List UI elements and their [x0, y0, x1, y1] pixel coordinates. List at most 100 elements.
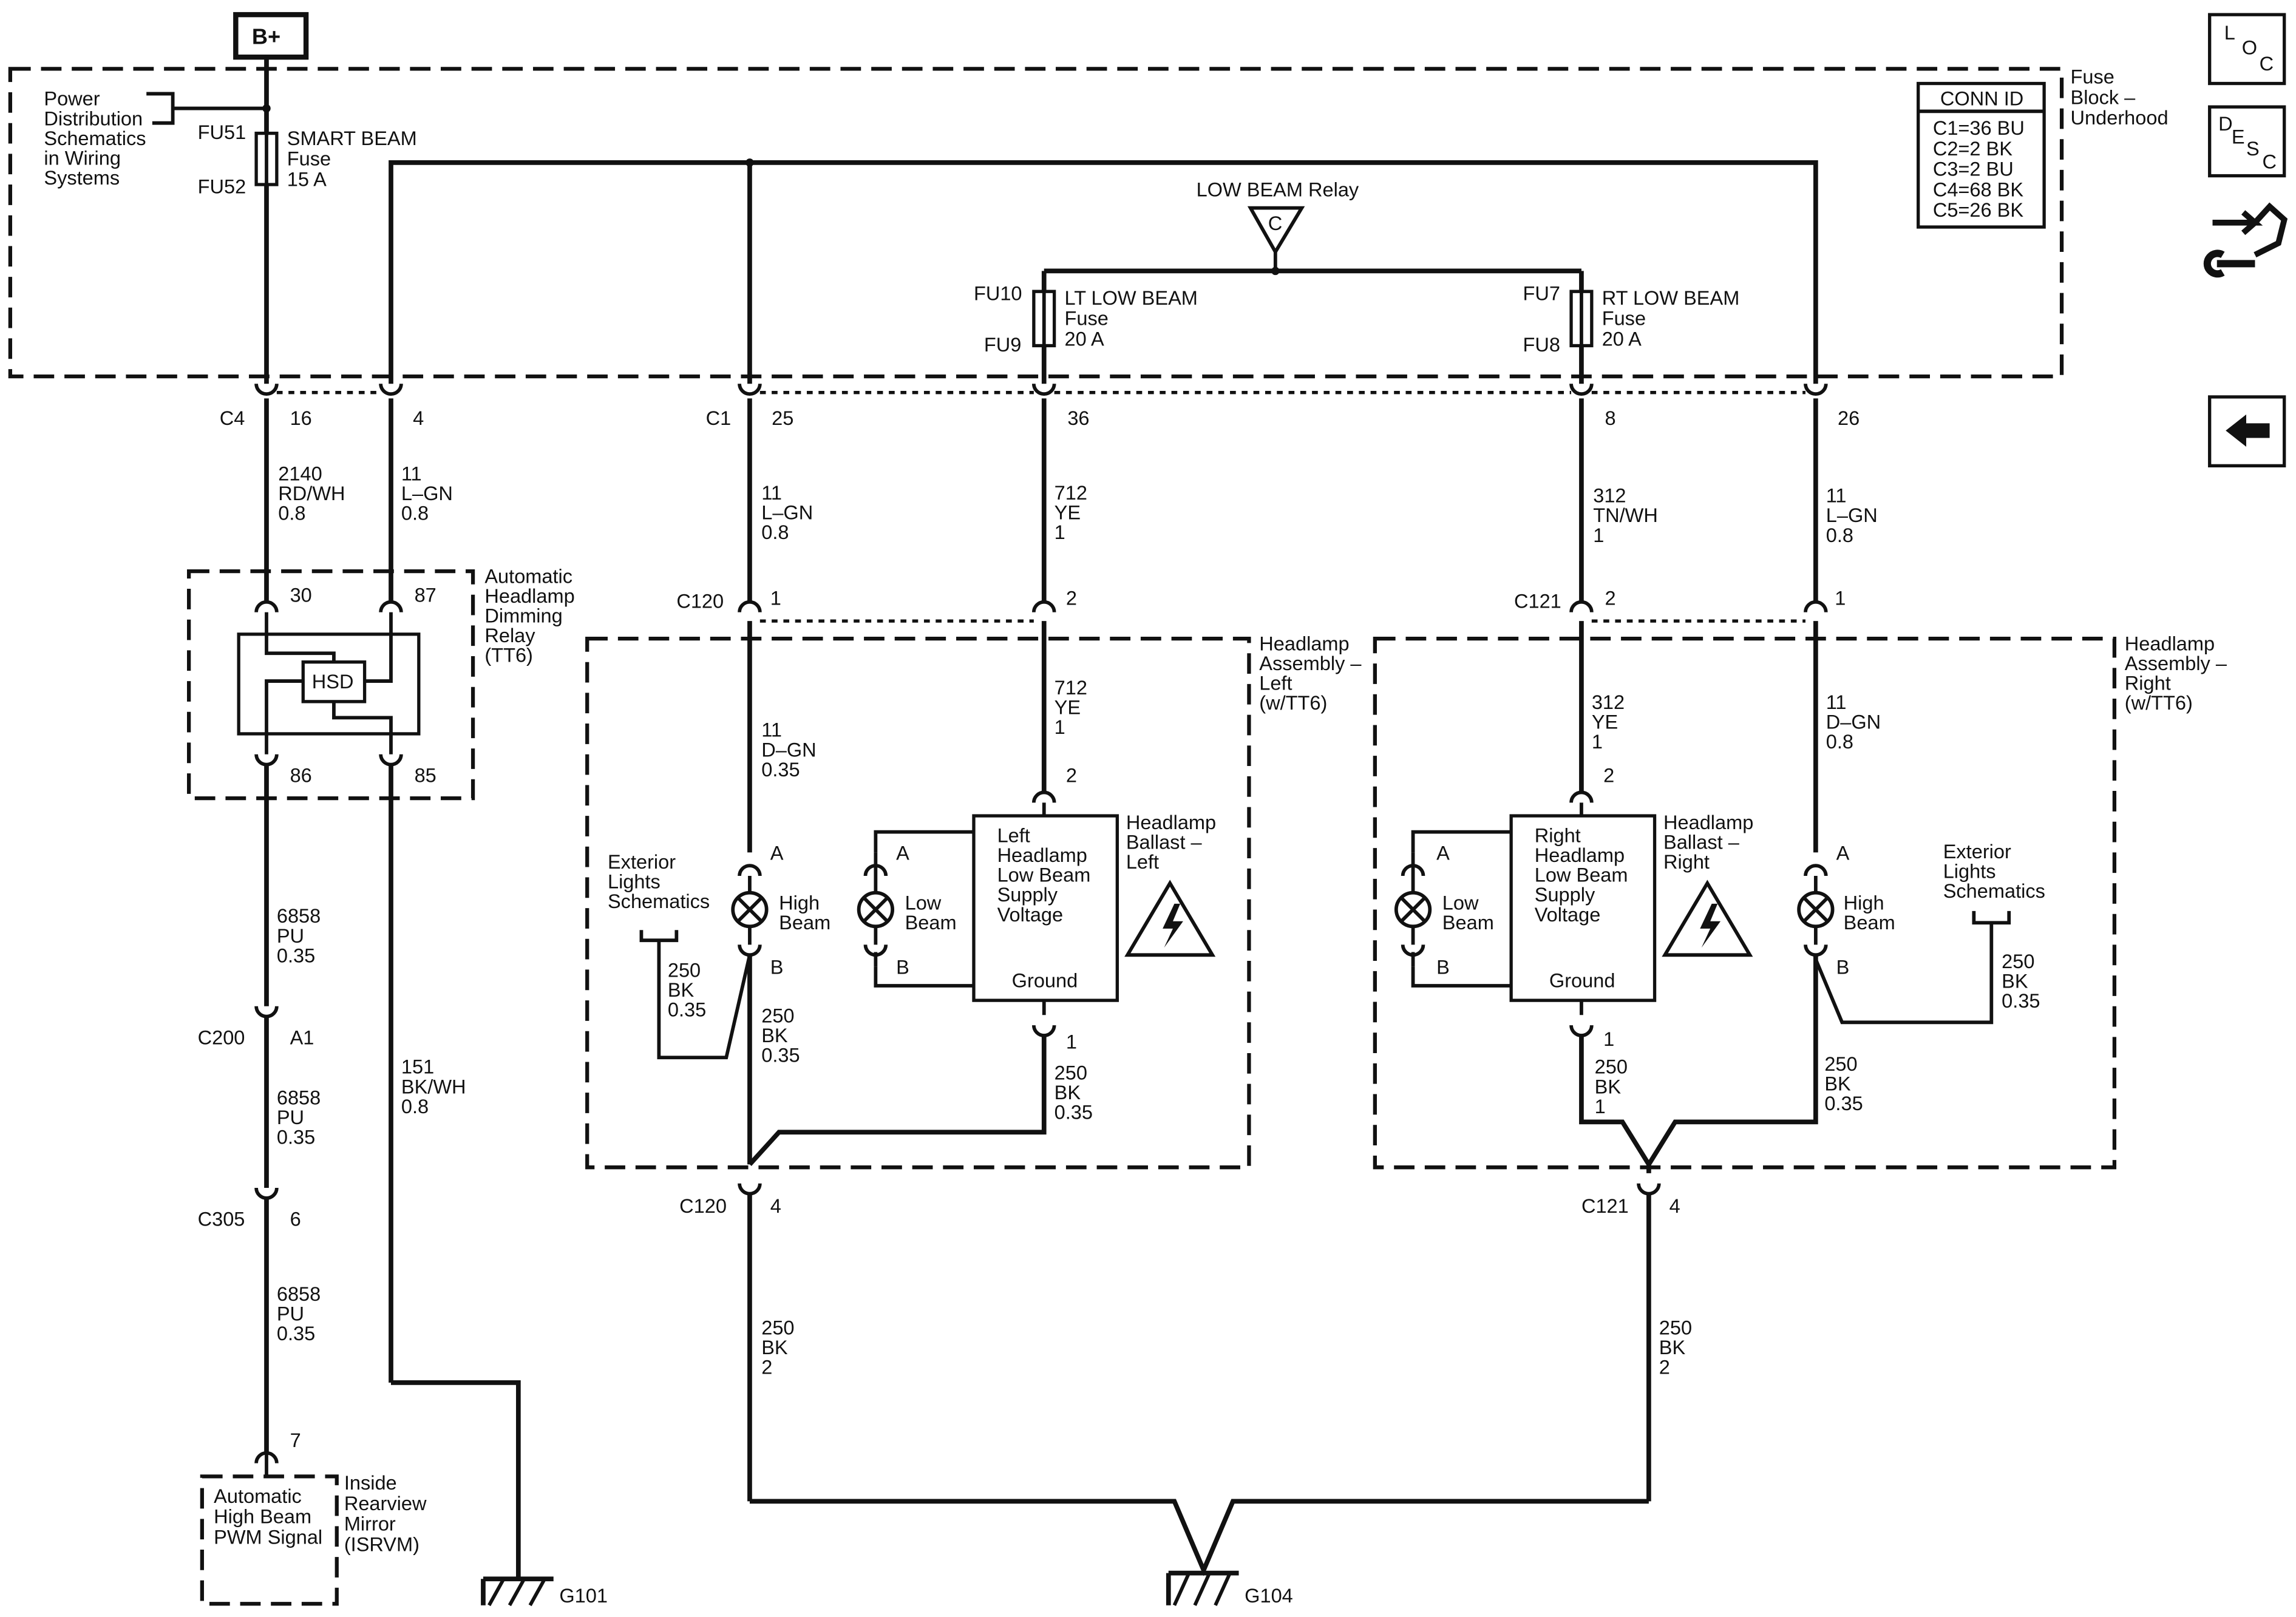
high-beam-label-left: High Beam — [779, 892, 830, 934]
svg-text:O: O — [2242, 36, 2257, 58]
connector-c305 — [254, 1187, 279, 1200]
pin-label: 16 — [290, 407, 312, 429]
svg-text:L: L — [2224, 22, 2235, 44]
pin-label: 4 — [770, 1195, 781, 1217]
relay-symbol-letter: C — [1268, 212, 1283, 234]
pin-label: 4 — [413, 407, 424, 429]
conn-id-row: C5=26 BK — [1933, 199, 2024, 221]
svg-text:D: D — [2218, 113, 2233, 135]
headlamp-assembly-left — [585, 636, 1251, 1170]
wire-label: 250 BK 2 — [1659, 1317, 1697, 1378]
hsd-label: HSD — [312, 671, 354, 693]
pin-label: 1 — [1603, 1028, 1614, 1050]
pin-label: 2 — [1066, 588, 1077, 609]
back-button[interactable] — [2208, 395, 2286, 468]
connector-c4 — [254, 383, 403, 396]
wire-label: 312 YE 1 — [1592, 691, 1630, 753]
connector-label: C121 — [1581, 1195, 1629, 1217]
high-voltage-warning-icon — [1124, 880, 1216, 957]
right-low-beam-lamp — [1394, 890, 1432, 929]
pin-label: 8 — [1605, 407, 1616, 429]
wire-label: 712 YE 1 — [1055, 482, 1093, 543]
pin-label: 86 — [290, 765, 312, 787]
dimming-relay-title: Automatic Headlamp Dimming Relay (TT6) — [484, 565, 580, 666]
assembly-left-title: Headlamp Assembly – Left (w/TT6) — [1259, 632, 1367, 714]
connector-label: C4 — [220, 407, 245, 429]
feed-bus — [389, 160, 1818, 384]
power-distribution-note: Power Distribution Schematics in Wiring … — [44, 88, 151, 189]
pin-label: 2 — [1605, 588, 1616, 609]
low-beam-relay-label: LOW BEAM Relay — [1197, 178, 1359, 200]
connector-c1 — [738, 383, 1828, 396]
pin-label: A1 — [290, 1026, 314, 1048]
high-voltage-warning-icon — [1662, 880, 1753, 957]
wire-label: 11 L–GN 0.8 — [1826, 485, 1883, 546]
mirror-title: Inside Rearview Mirror (ISRVM) — [344, 1472, 432, 1555]
conn-id-header: CONN ID — [1940, 88, 2023, 110]
pin-label: B — [1836, 957, 1850, 978]
fuse-block-title: Fuse Block – Underhood — [2071, 66, 2169, 129]
wire-label: 6858 PU 0.35 — [277, 1283, 326, 1344]
headlamp-assembly-right — [1373, 636, 2117, 1170]
fuse-ref: FU10 — [974, 283, 1022, 305]
pin-label: 36 — [1067, 407, 1089, 429]
conn-id-row: C4=68 BK — [1933, 178, 2024, 200]
left-ballast-text: Left Headlamp Low Beam Supply Voltage — [997, 824, 1096, 925]
pin-label: A — [770, 842, 784, 864]
arrow-left-icon — [2226, 414, 2270, 447]
connector-label: C120 — [679, 1195, 727, 1217]
pin-label: 87 — [415, 585, 436, 606]
pin-label: 6 — [290, 1209, 301, 1230]
pin-label: 7 — [290, 1429, 301, 1451]
pin-label: 2 — [1066, 765, 1077, 787]
low-beam-relay-symbol — [1247, 206, 1305, 256]
assembly-right-title: Headlamp Assembly – Right (w/TT6) — [2125, 632, 2232, 714]
wire-label: 6858 PU 0.35 — [277, 1086, 326, 1148]
wire-label: 11 L–GN 0.8 — [761, 482, 818, 543]
pin-label: B — [1436, 957, 1450, 978]
rt-low-beam-fuse-label: RT LOW BEAM Fuse 20 A — [1602, 287, 1745, 350]
wire-label: 250 BK 0.35 — [1824, 1053, 1863, 1114]
pin-label: A — [896, 842, 909, 864]
pin-label: 25 — [772, 407, 793, 429]
desc-button[interactable]: D E S C — [2208, 105, 2286, 178]
connector-c121-bottom — [1637, 1183, 1661, 1196]
pin-label: 1 — [1835, 588, 1846, 609]
connector-c200 — [254, 1006, 279, 1019]
wire-label: 11 L–GN 0.8 — [401, 463, 458, 524]
right-ballast-ground: Ground — [1549, 969, 1615, 991]
wire-label: 312 TN/WH 1 — [1593, 485, 1663, 546]
pin-label: 26 — [1838, 407, 1860, 429]
ballast-title-left: Headlamp Ballast – Left — [1126, 812, 1221, 873]
pin-label: 30 — [290, 585, 312, 606]
diagnostic-wrench-icon[interactable] — [2203, 202, 2288, 278]
ground-label: G101 — [559, 1585, 608, 1607]
ground-label: G104 — [1245, 1585, 1293, 1607]
fuse-ref: FU7 — [1523, 283, 1560, 305]
fuse-ref: FU51 — [198, 121, 246, 143]
wire-label: 250 BK 0.35 — [1055, 1062, 1093, 1123]
wire-label: 250 BK 1 — [1595, 1056, 1633, 1117]
left-low-beam-lamp — [857, 890, 895, 929]
pin-label: A — [1836, 842, 1850, 864]
pin-label: 4 — [1669, 1195, 1680, 1217]
loc-button[interactable]: L O C — [2208, 13, 2286, 86]
svg-text:C: C — [2260, 53, 2274, 75]
wire-label: 250 BK 0.35 — [761, 1005, 800, 1066]
pin-label: B — [770, 957, 784, 978]
wire-label: 11 D–GN 0.35 — [761, 719, 821, 781]
wire-label: 6858 PU 0.35 — [277, 905, 326, 966]
connector-c121-top — [1569, 600, 1828, 623]
power-note-bracket — [146, 92, 267, 125]
connector-c120-bottom — [738, 1183, 762, 1196]
right-high-beam-lamp — [1797, 890, 1835, 929]
connector-label: C121 — [1514, 590, 1561, 612]
smart-beam-fuse-label: SMART BEAM Fuse 15 A — [287, 127, 423, 191]
wire-label: 250 BK 0.35 — [2002, 951, 2040, 1012]
right-ballast-text: Right Headlamp Low Beam Supply Voltage — [1535, 824, 1634, 925]
fuse-ref: FU52 — [198, 176, 246, 198]
ground-g104 — [1166, 1570, 1239, 1606]
conn-id-row: C3=2 BU — [1933, 158, 2014, 180]
